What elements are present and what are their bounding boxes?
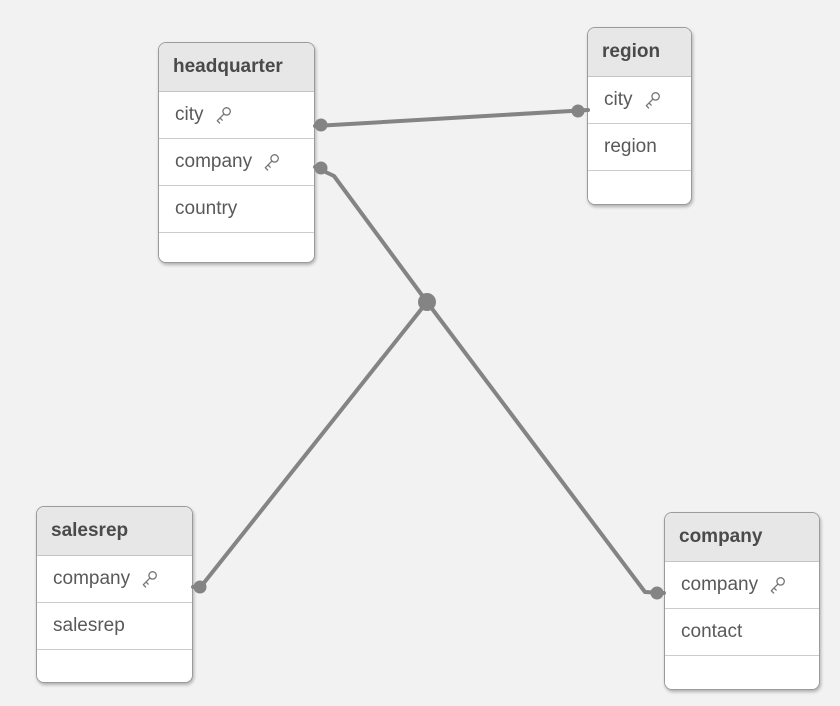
table-footer-spacer <box>588 171 691 204</box>
table-title: headquarter <box>173 56 283 77</box>
field-row-salesrep-company[interactable]: company <box>37 556 192 603</box>
field-label: company <box>53 568 131 589</box>
key-icon <box>770 577 786 594</box>
field-row-region-city[interactable]: city <box>588 77 691 124</box>
table-region[interactable]: region city region <box>587 27 692 205</box>
key-icon <box>645 92 660 109</box>
field-label: contact <box>681 621 743 642</box>
field-label: country <box>175 198 238 219</box>
endpoint-dot-headquarter-city <box>314 118 328 132</box>
field-label: company <box>681 574 759 595</box>
table-header-region[interactable]: region <box>588 28 691 77</box>
endpoint-dot-region-city <box>571 104 585 118</box>
table-footer-spacer <box>159 233 314 262</box>
field-label: region <box>604 136 657 157</box>
table-header-salesrep[interactable]: salesrep <box>37 507 192 556</box>
table-headquarter[interactable]: headquarter city company country <box>158 42 315 263</box>
table-title: salesrep <box>51 520 129 541</box>
table-company[interactable]: company company contact <box>664 512 820 690</box>
field-row-headquarter-city[interactable]: city <box>159 92 314 139</box>
field-row-company-company[interactable]: company <box>665 562 819 609</box>
synthetic-key-junction-dot <box>418 293 436 311</box>
table-title: region <box>602 41 661 62</box>
endpoint-dot-salesrep-company <box>193 580 207 594</box>
field-row-headquarter-company[interactable]: company <box>159 139 314 186</box>
table-footer-spacer <box>37 650 192 682</box>
table-salesrep[interactable]: salesrep company salesrep <box>36 506 193 683</box>
table-header-headquarter[interactable]: headquarter <box>159 43 314 92</box>
connector-headquarter-city-to-region-city <box>313 108 590 128</box>
field-row-company-contact[interactable]: contact <box>665 609 819 656</box>
connector-junction-to-salesrep-company <box>191 300 429 589</box>
connector-headquarter-company-to-junction <box>313 165 429 304</box>
key-icon <box>264 154 280 171</box>
key-icon <box>142 571 158 588</box>
field-label: salesrep <box>53 615 125 636</box>
table-header-company[interactable]: company <box>665 513 819 562</box>
field-row-region-region[interactable]: region <box>588 124 691 171</box>
connector-junction-to-company-company <box>425 300 666 595</box>
field-label: city <box>604 89 633 110</box>
endpoint-dot-headquarter-company <box>314 161 328 175</box>
key-icon <box>216 107 231 124</box>
field-row-headquarter-country[interactable]: country <box>159 186 314 233</box>
endpoint-dot-company-company <box>650 586 664 600</box>
field-label: company <box>175 151 253 172</box>
field-row-salesrep-salesrep[interactable]: salesrep <box>37 603 192 650</box>
field-label: city <box>175 104 204 125</box>
table-footer-spacer <box>665 656 819 689</box>
table-title: company <box>679 526 763 547</box>
